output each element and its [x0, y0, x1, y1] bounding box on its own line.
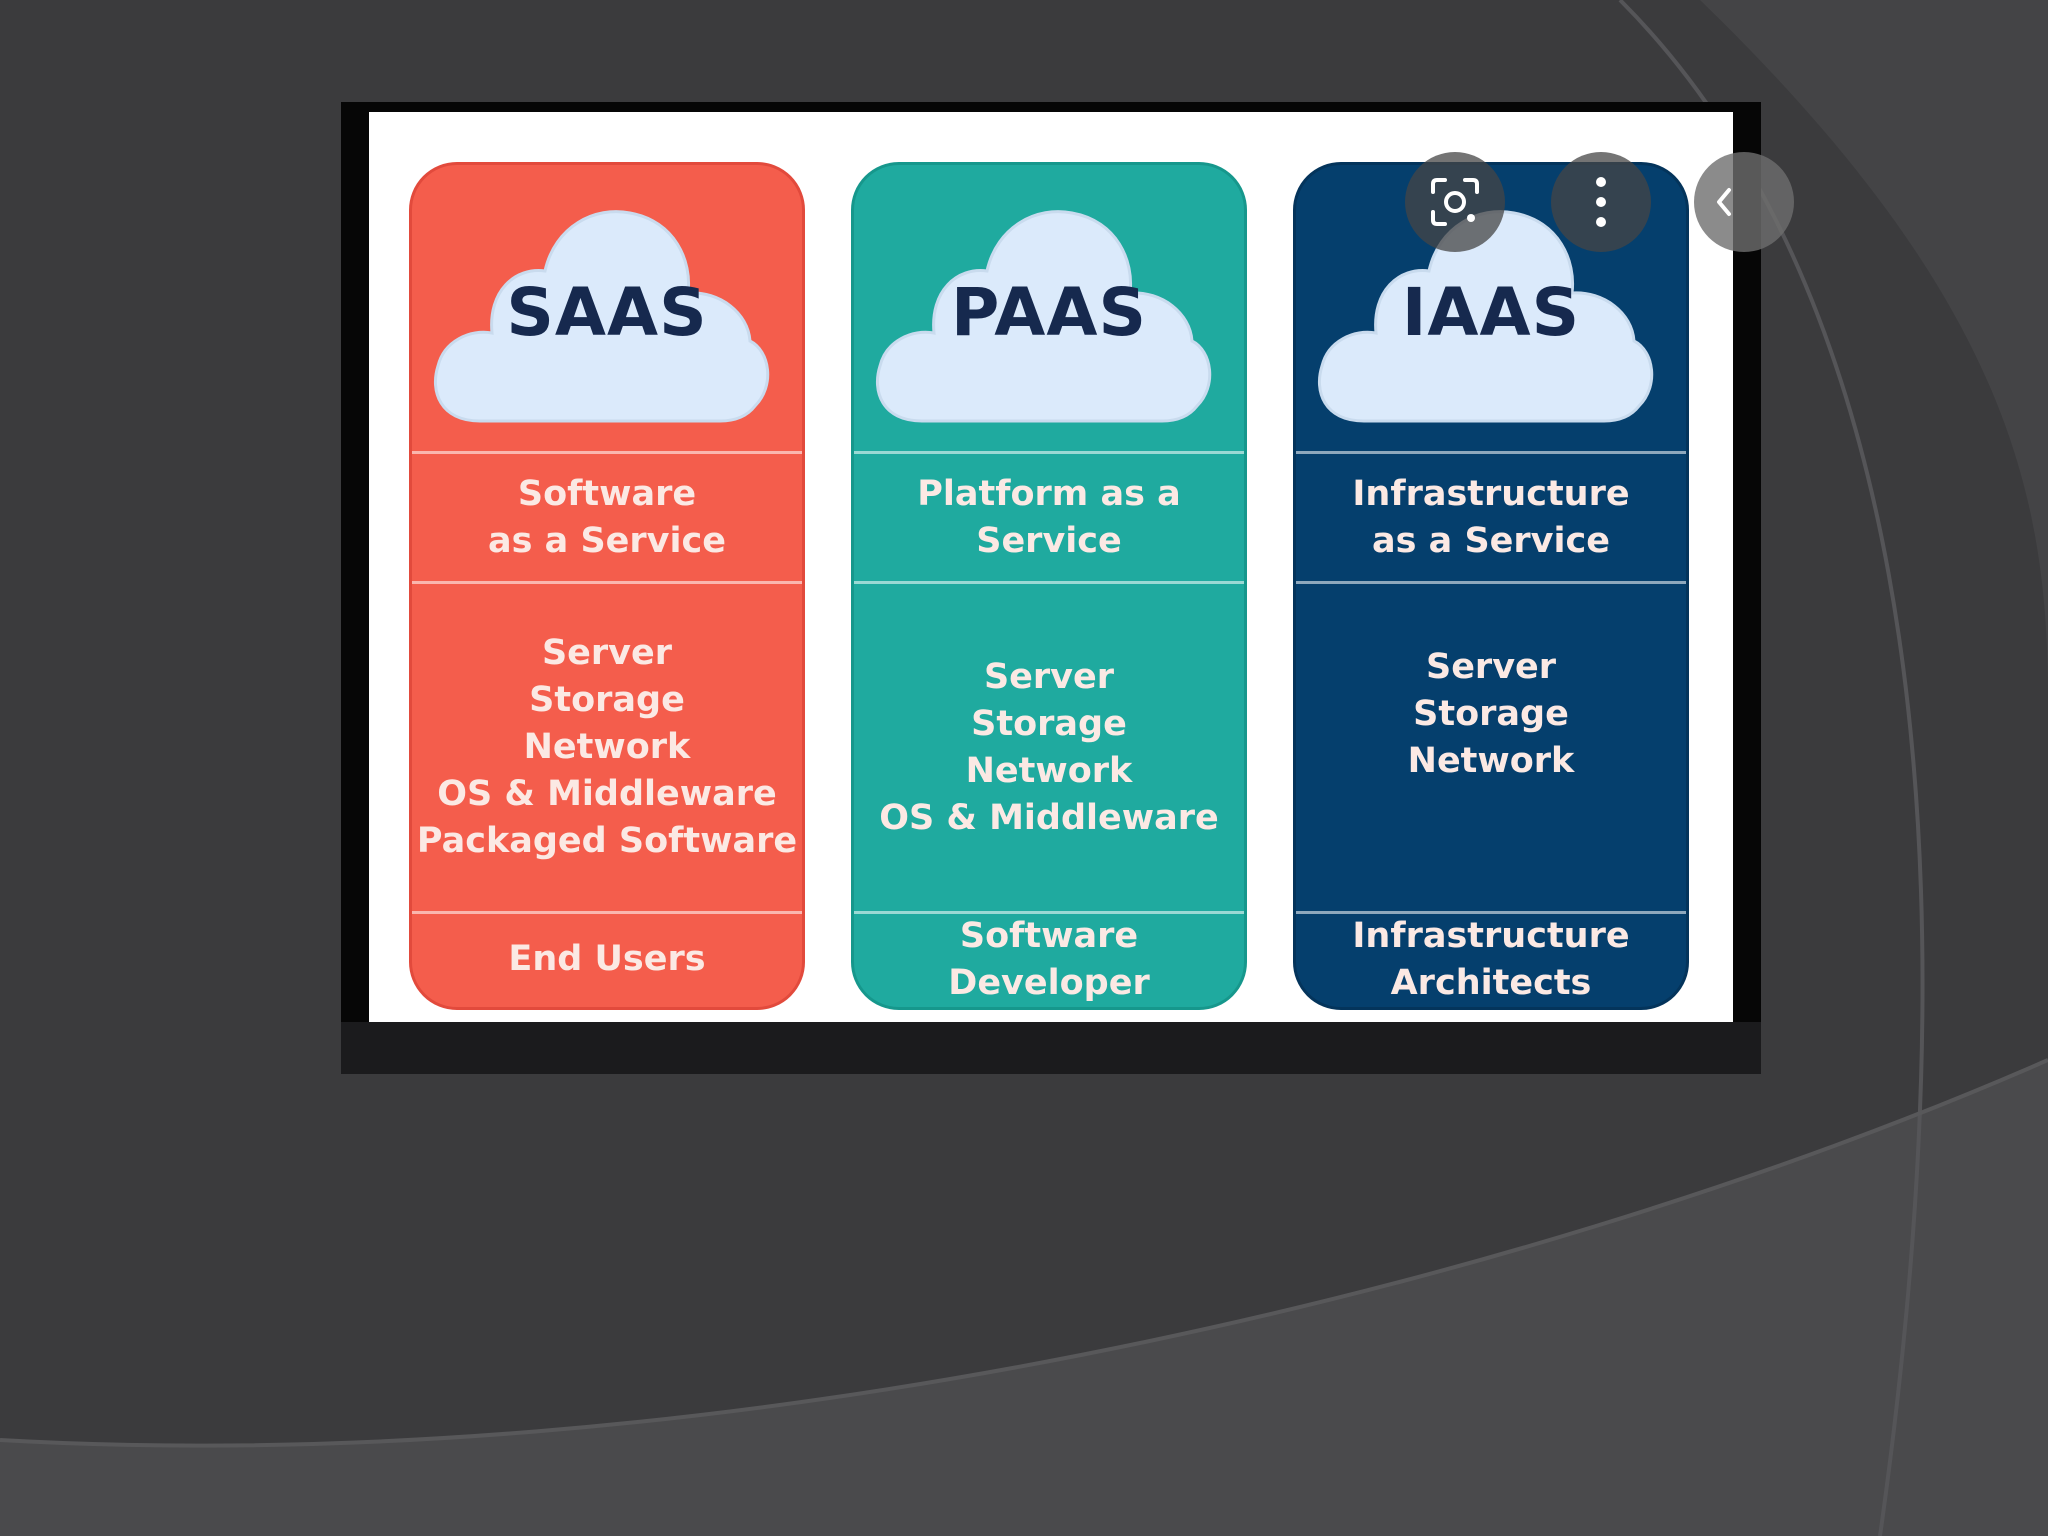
paas-components-text: Server Storage Network OS & Middleware [879, 656, 1219, 838]
saas-title: SAAS [506, 274, 708, 351]
paas-components: Server Storage Network OS & Middleware [854, 581, 1244, 911]
image-bottom-bar [341, 1022, 1761, 1074]
saas-cloud-section: SAAS [412, 165, 802, 451]
paas-description: Platform as a Service [854, 451, 1244, 581]
iaas-components: Server Storage Network [1296, 581, 1686, 911]
lens-button[interactable] [1405, 152, 1505, 252]
saas-description: Software as a Service [412, 451, 802, 581]
paas-title: PAAS [950, 274, 1147, 351]
iaas-components-text: Server Storage Network [1407, 647, 1575, 781]
iaas-title: IAAS [1401, 274, 1581, 351]
saas-components-text: Server Storage Network OS & Middleware P… [416, 633, 798, 861]
paas-description-text: Platform as a Service [917, 473, 1181, 561]
paas-users: Software Developer [854, 911, 1244, 1007]
saas-column: SAAS Software as a Service Server Storag… [409, 162, 805, 1010]
collapse-button[interactable] [1694, 152, 1794, 252]
embedded-image-frame: SAAS Software as a Service Server Storag… [341, 102, 1794, 1074]
more-vertical-icon [1596, 177, 1606, 227]
saas-users: End Users [412, 911, 802, 1007]
lens-icon [1431, 178, 1479, 226]
paas-cloud-section: PAAS [854, 165, 1244, 451]
iaas-cloud-section: IAAS [1296, 165, 1686, 451]
chevron-left-icon [1717, 188, 1731, 216]
saas-components: Server Storage Network OS & Middleware P… [412, 581, 802, 911]
iaas-description-text: Infrastructure as a Service [1352, 473, 1630, 561]
saas-description-text: Software as a Service [488, 473, 726, 561]
iaas-description: Infrastructure as a Service [1296, 451, 1686, 581]
iaas-users: Infrastructure Architects [1296, 911, 1686, 1007]
cloud-icon [1317, 210, 1654, 423]
paas-users-text: Software Developer [948, 915, 1150, 1003]
diagram-panel: SAAS Software as a Service Server Storag… [369, 112, 1794, 1022]
cloud-icon [875, 210, 1212, 423]
paas-column: PAAS Platform as a Service Server Storag… [851, 162, 1247, 1010]
cloud-icon [433, 210, 770, 423]
iaas-users-text: Infrastructure Architects [1352, 915, 1630, 1003]
saas-users-text: End Users [508, 939, 706, 979]
iaas-column: IAAS Infrastructure as a Service Server … [1293, 162, 1689, 1010]
more-options-button[interactable] [1551, 152, 1651, 252]
